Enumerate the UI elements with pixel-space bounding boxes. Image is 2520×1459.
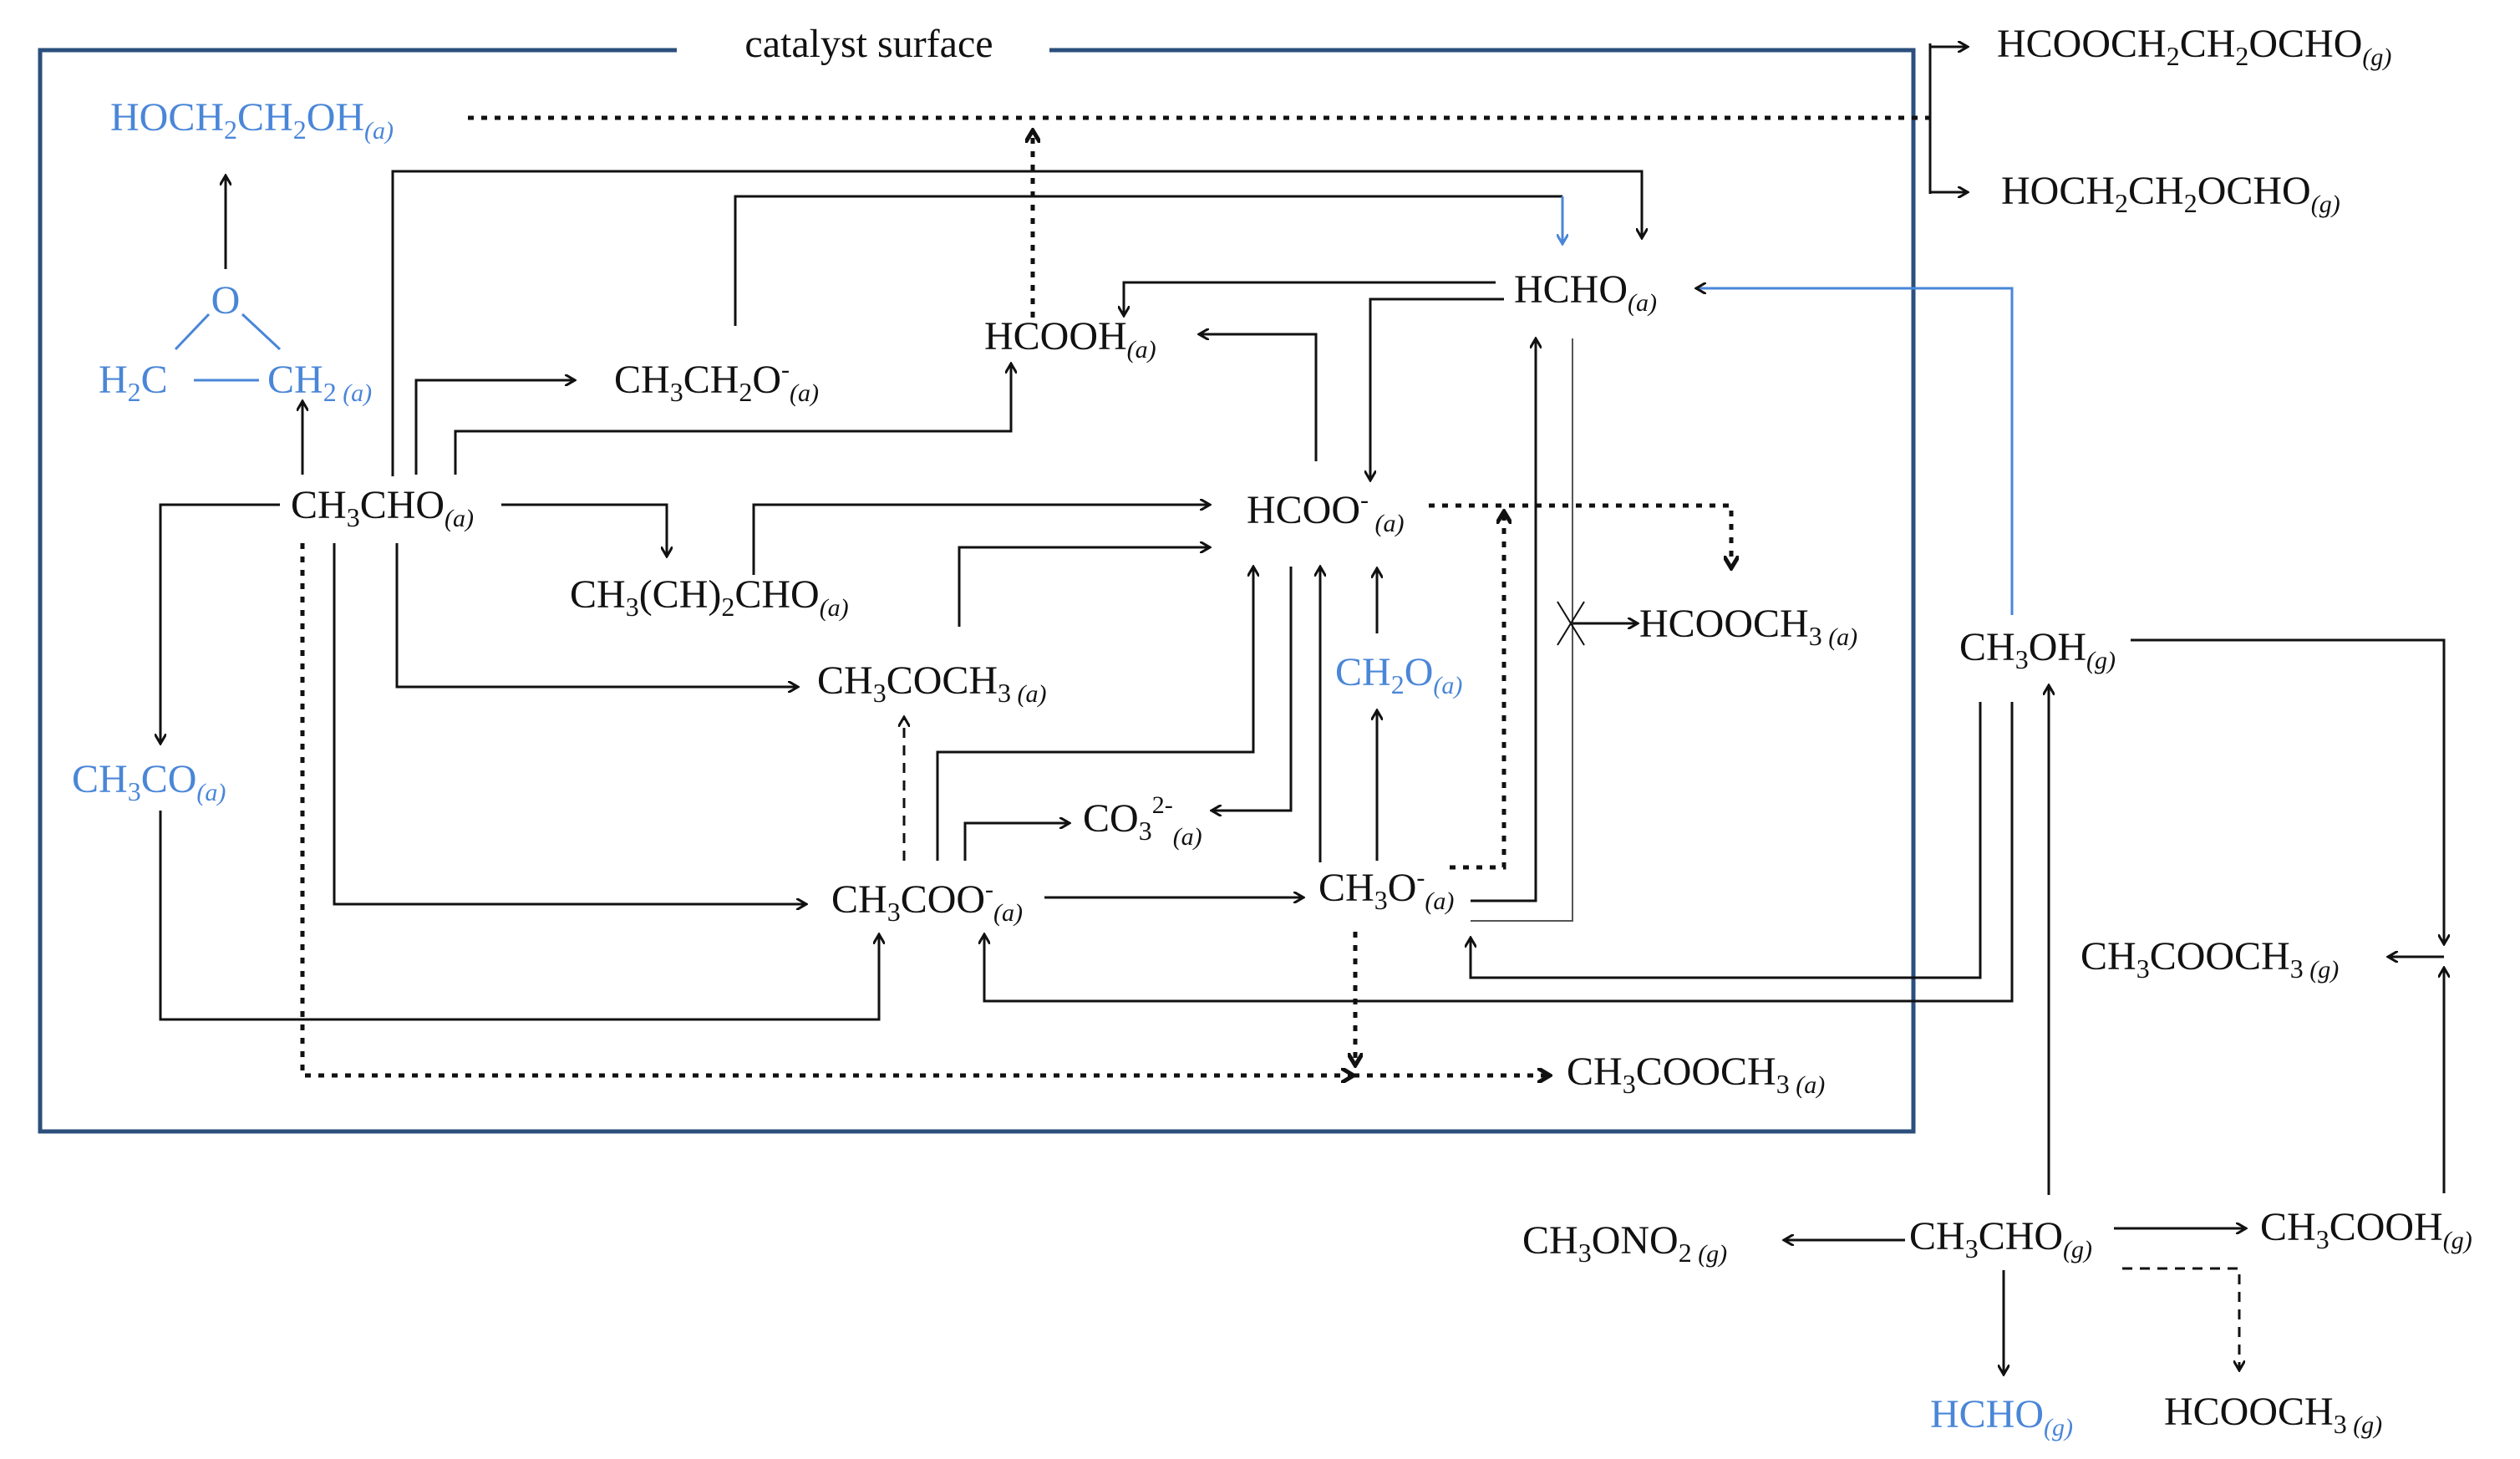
catalyst-surface-label: catalyst surface — [744, 22, 993, 66]
arrow-hcho-to-hcooh — [1124, 281, 1496, 316]
arrow-methoxy-to-hcho — [1471, 338, 1536, 902]
arrow-hcoo-to-hcooh — [1199, 334, 1318, 461]
epoxide-ring — [174, 313, 282, 382]
x-mark-2 — [1557, 601, 1585, 646]
species-epoxide-oxygen: O — [211, 278, 241, 323]
species-carbonate: CO32-(a) — [1083, 791, 1202, 851]
species-eg-monoformate: HOCH2CH2OCHO(g) — [2001, 169, 2340, 218]
species-acetone: CH3COCH3 (a) — [817, 658, 1047, 708]
species-epoxide-ch2: CH2 (a) — [267, 358, 372, 407]
species-acetyl: CH3CO(a) — [72, 757, 226, 806]
arrow-hcoo-to-carbonate — [1212, 567, 1293, 811]
arrow-acetyl-to-acetate — [159, 811, 879, 1021]
arrow-ch3cho-to-hcooh — [454, 363, 1011, 475]
species-methoxy: CH3O-(a) — [1318, 864, 1454, 915]
species-acetic-acid: CH3COOH(g) — [2260, 1205, 2472, 1254]
species-methyl-acetate-gas: CH3COOCH3 (g) — [2081, 934, 2339, 984]
species-hcho-adsorbed: HCHO(a) — [1514, 267, 1657, 317]
arrow-ch3cho-to-hcho — [391, 170, 1642, 476]
arrow-ch3cho-to-acetone — [395, 543, 798, 687]
catalyst-surface-box — [38, 48, 1916, 1134]
arrow-acetone-to-hcoo — [958, 547, 1210, 627]
species-acetaldehyde-gas: CH3CHO(g) — [1909, 1214, 2092, 1263]
species-eg-diformate: HCOOCH2CH2OCHO(g) — [1997, 22, 2391, 71]
species-acetate: CH3COO-(a) — [831, 876, 1023, 927]
species-crotonaldehyde: CH3(CH)2CHO(a) — [570, 572, 849, 622]
reaction-arrows — [160, 43, 2444, 1375]
arrow-ch3cho-to-methylacetate — [300, 543, 1354, 1075]
species-hcho-gas: HCHO(g) — [1930, 1392, 2073, 1441]
species-hcooh: HCOOH(a) — [984, 314, 1156, 363]
arrow-methanol-to-acetate — [984, 702, 2014, 1003]
species-ethylene-glycol: HOCH2CH2OH(a) — [110, 95, 394, 145]
arrow-croton-to-hcoo — [752, 505, 1210, 575]
species-ethoxy: CH3CH2O-(a) — [614, 356, 819, 407]
arrow-hcho-to-hcoo — [1370, 297, 1504, 480]
species-methanol-gas: CH3OH(g) — [1959, 625, 2116, 674]
species-formate: HCOO- (a) — [1247, 486, 1405, 537]
arrow-acetate-to-carbonate — [963, 823, 1069, 861]
arrow-methoxy-dotted-up — [1450, 511, 1504, 870]
arrow-ch3cho-to-acetyl — [160, 503, 280, 744]
arrow-methanol-to-ma-g — [2131, 638, 2444, 944]
arrow-acetate-to-hcoo — [936, 567, 1253, 861]
species-methyl-formate-gas: HCOOCH3 (g) — [2164, 1390, 2382, 1439]
arrow-ch3cho-g-to-mf-g — [2122, 1267, 2239, 1370]
arrow-methanol-to-hcho — [1696, 288, 2014, 615]
species-ch2o: CH2O(a) — [1335, 650, 1462, 699]
arrow-ch3cho-to-croton — [501, 503, 667, 557]
arrow-hcoo-to-methylformate — [1429, 503, 1731, 568]
species-methyl-acetate-adsorbed: CH3COOCH3 (a) — [1567, 1050, 1825, 1099]
species-methyl-formate-adsorbed: HCOOCH3 (a) — [1639, 602, 1857, 651]
arrow-ch3cho-to-ethoxy — [414, 380, 575, 475]
species-acetaldehyde-adsorbed: CH3CHO(a) — [291, 483, 474, 532]
arrow-methanol-to-methoxy — [1471, 702, 1982, 979]
arrow-ethoxy-to-hcho — [734, 195, 1562, 326]
species-epoxide-h2c: H2C — [99, 358, 168, 407]
arrow-hcho-to-methoxy — [1471, 338, 1573, 922]
species-methyl-nitrate: CH3ONO2 (g) — [1522, 1218, 1727, 1268]
arrow-ch3cho-to-acetate — [333, 543, 806, 904]
